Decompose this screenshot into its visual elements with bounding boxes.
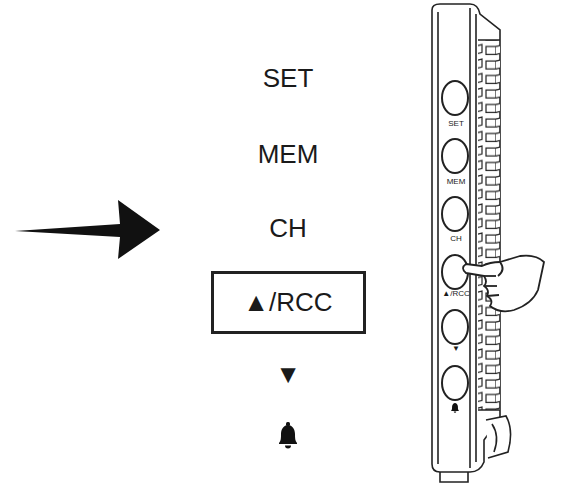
button-caption: CH <box>450 235 462 244</box>
button-symbol: ▼ <box>275 360 301 389</box>
alarm-bell-icon <box>279 422 297 449</box>
alarm-bell-icon <box>451 403 459 413</box>
button-name: CH <box>269 214 307 243</box>
button-caption: ▲/RCC <box>442 290 469 299</box>
button-caption: MEM <box>447 178 466 187</box>
button-name: MEM <box>258 140 319 169</box>
pressing-hand <box>463 256 544 312</box>
button-name: SET <box>263 64 314 93</box>
button-caption: ▼ <box>452 345 460 354</box>
highlighted-button-box: ▲/RCC <box>211 271 366 334</box>
weather-station-side-view <box>432 4 511 482</box>
pointer-arrow <box>15 200 160 259</box>
button-name: ▲/RCC <box>243 288 332 317</box>
button-caption: SET <box>448 120 464 129</box>
